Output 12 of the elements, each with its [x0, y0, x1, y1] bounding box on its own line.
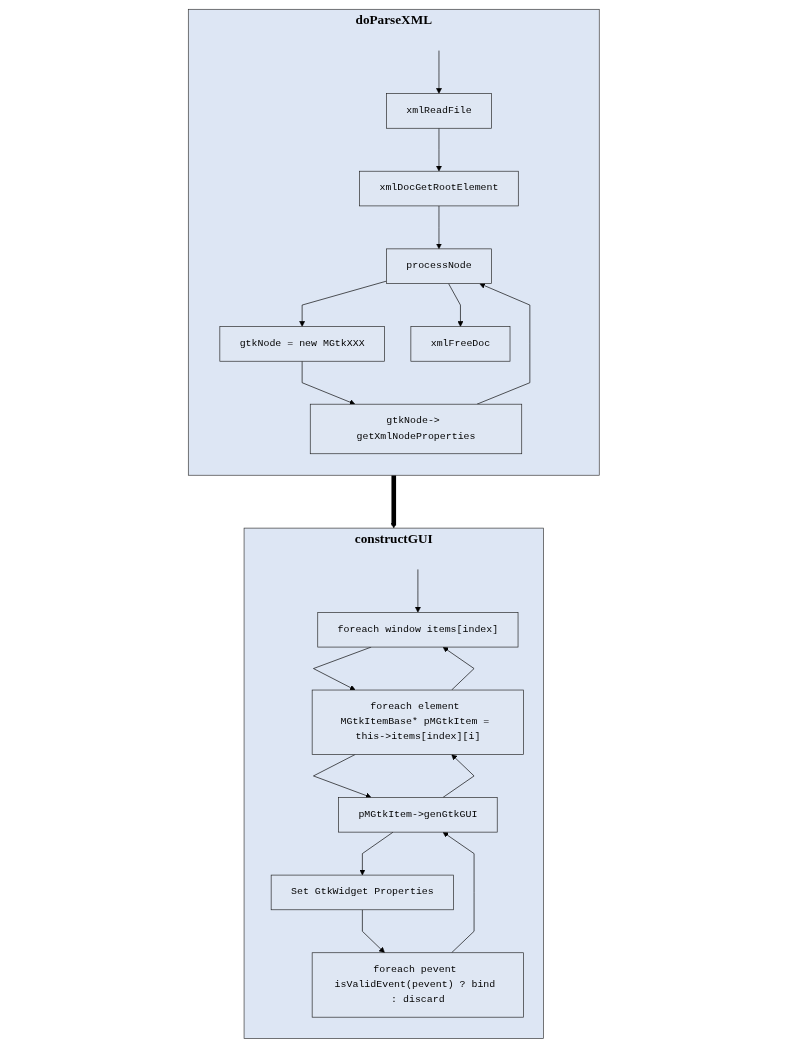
node-box: xmlDocGetRootElement	[359, 170, 519, 206]
node-box: gtkNode = new MGtkXXX	[219, 325, 385, 362]
node-box: foreach element MGtkItemBase* pMGtkItem = this->items[index][i]	[312, 689, 525, 755]
node-box: gtkNode-> getXmlNodeProperties	[310, 403, 523, 454]
arrow	[391, 474, 397, 528]
node-box: pMGtkItem->genGtkGUI	[338, 796, 498, 832]
node-box: xmlFreeDoc	[410, 325, 511, 362]
node-box: xmlReadFile	[386, 92, 493, 129]
node-box: Set GtkWidget Properties	[271, 874, 455, 910]
node-box: foreach window items[index]	[317, 611, 519, 647]
node-box: processNode	[386, 248, 493, 284]
node-box: foreach pevent isValidEvent(pevent) ? bind : discard	[312, 951, 525, 1018]
